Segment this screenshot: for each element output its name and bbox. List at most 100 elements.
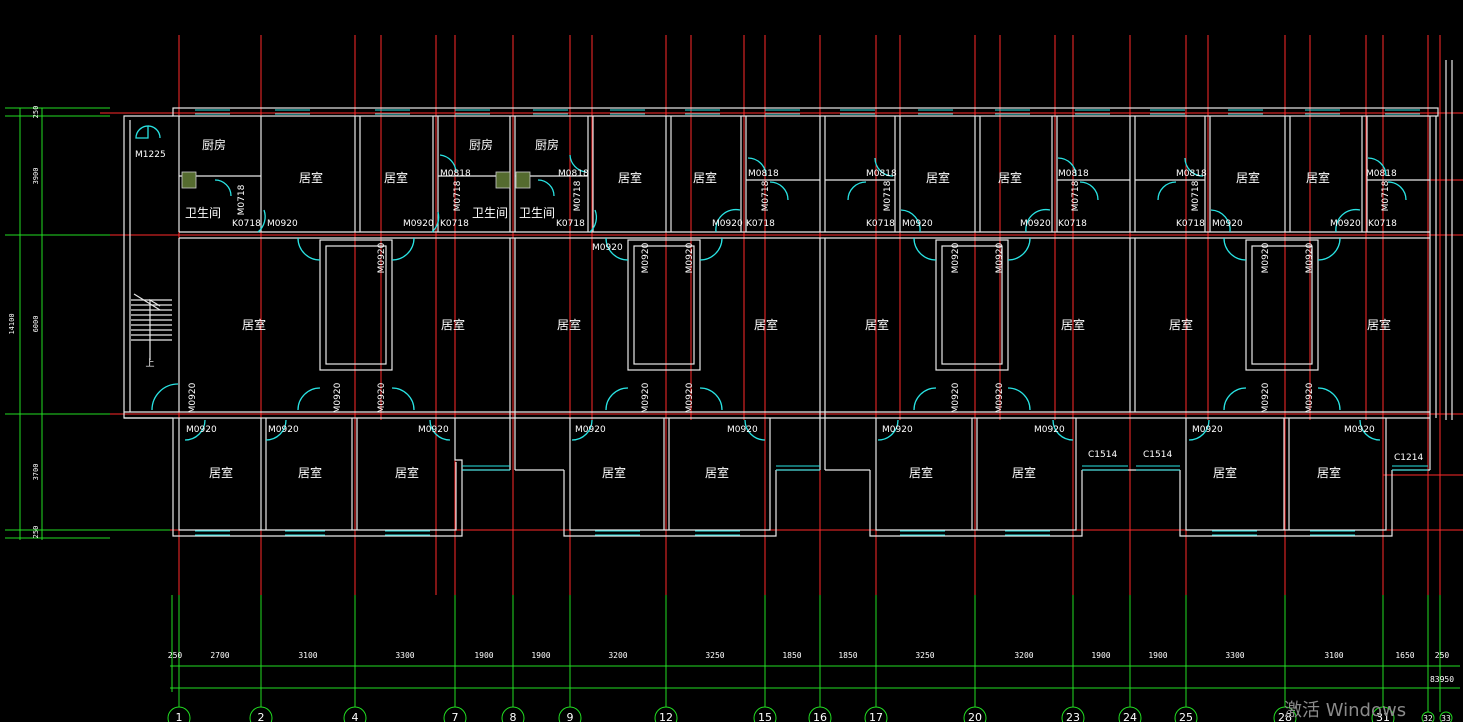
- axis-label: 25: [1179, 711, 1193, 722]
- door-code: M0920: [1192, 425, 1223, 435]
- door-code: K0718: [1368, 219, 1397, 229]
- axis-label: 7: [452, 711, 459, 722]
- dimension-text: 250: [32, 106, 40, 119]
- door-code: M0920: [1020, 219, 1051, 229]
- axis-label: 1: [176, 711, 183, 722]
- room-label-bedroom: 居室: [618, 170, 642, 185]
- door-code: M0920: [995, 382, 1005, 413]
- door-code: M0920: [1305, 382, 1315, 413]
- door-swings: [135, 125, 1407, 441]
- door-code: K0718: [232, 219, 261, 229]
- room-label-bedroom: 居室: [557, 317, 581, 332]
- axis-label: 20: [968, 711, 982, 722]
- door-code: M0920: [377, 382, 387, 413]
- room-label-bedroom: 居室: [865, 317, 889, 332]
- window-codes: C1514 C1514 C1214: [1088, 450, 1423, 463]
- door-code: K0718: [746, 219, 775, 229]
- room-label-bedroom: 居室: [909, 465, 933, 480]
- door-code: M0920: [951, 242, 961, 273]
- dimension-text: 2700: [210, 651, 229, 660]
- room-label-kitchen: 厨房: [202, 137, 226, 152]
- door-code: M0920: [727, 425, 758, 435]
- axis-label: 16: [813, 711, 827, 722]
- dimension-text: 3250: [915, 651, 934, 660]
- vertical-grid-lines: [178, 35, 1441, 595]
- axis-label: 31: [1376, 711, 1390, 722]
- door-code: M0920: [188, 382, 198, 413]
- walls: [123, 60, 1453, 537]
- door-code: M0920: [1330, 219, 1361, 229]
- dimension-text: 3700: [32, 464, 40, 481]
- door-code: M0920: [1261, 382, 1271, 413]
- door-code: M0920: [418, 425, 449, 435]
- door-code: M0818: [440, 169, 471, 179]
- door-code: K0718: [440, 219, 469, 229]
- window-code: C1214: [1394, 453, 1423, 463]
- axis-label: 32: [1423, 714, 1433, 722]
- door-code: M0920: [1261, 242, 1271, 273]
- door-code: K0718: [866, 219, 895, 229]
- door-code: M0718: [761, 180, 771, 211]
- door-code: M0718: [237, 184, 247, 215]
- axis-label: 33: [1441, 714, 1451, 722]
- door-code: M0920: [951, 382, 961, 413]
- door-code: M0718: [1381, 180, 1391, 211]
- bathroom-fixtures: [181, 171, 531, 189]
- dimension-text: 3100: [298, 651, 317, 660]
- door-code: K0718: [1176, 219, 1205, 229]
- door-code: M0920: [1034, 425, 1065, 435]
- door-code: M0920: [641, 382, 651, 413]
- dimension-text: 3200: [608, 651, 627, 660]
- room-label-bedroom: 居室: [1012, 465, 1036, 480]
- door-code: M0920: [268, 425, 299, 435]
- room-label-bedroom: 居室: [209, 465, 233, 480]
- room-label-bedroom: 居室: [1306, 170, 1330, 185]
- axis-label: 28: [1278, 711, 1292, 722]
- door-code: M0920: [1212, 219, 1243, 229]
- room-label-bedroom: 居室: [754, 317, 778, 332]
- door-code: K0718: [556, 219, 585, 229]
- axis-label: 12: [659, 711, 673, 722]
- dimension-text: 3250: [705, 651, 724, 660]
- axis-bubbles: [167, 706, 1453, 722]
- door-code: M0920: [592, 243, 623, 253]
- door-code: M0818: [1176, 169, 1207, 179]
- room-label-bathroom: 卫生间: [472, 206, 508, 220]
- axis-label: 8: [510, 711, 517, 722]
- dimension-text: 3300: [1225, 651, 1244, 660]
- windows: [195, 109, 1428, 536]
- room-label-bedroom: 居室: [1213, 465, 1237, 480]
- door-code: M0818: [1366, 169, 1397, 179]
- door-code: M0920: [685, 242, 695, 273]
- room-label-bedroom: 居室: [602, 465, 626, 480]
- dimension-text: 250: [32, 526, 40, 539]
- door-code: M0718: [453, 180, 463, 211]
- dimension-text: 1650: [1395, 651, 1414, 660]
- room-label-bedroom: 居室: [299, 170, 323, 185]
- dimension-text: 3200: [1014, 651, 1033, 660]
- room-label-bedroom: 居室: [1317, 465, 1341, 480]
- room-label-bedroom: 居室: [441, 317, 465, 332]
- dimension-text: 3300: [395, 651, 414, 660]
- dimension-text: 1900: [531, 651, 550, 660]
- room-label-bedroom: 居室: [242, 317, 266, 332]
- axis-label: 15: [758, 711, 772, 722]
- dimension-text: 3900: [32, 168, 40, 185]
- activation-watermark: 激活 Windows: [1284, 700, 1406, 721]
- door-code: M0818: [558, 169, 589, 179]
- door-code: M0920: [186, 425, 217, 435]
- door-code: K0718: [1058, 219, 1087, 229]
- room-label-bedroom: 居室: [1061, 317, 1085, 332]
- door-code: M0718: [1071, 180, 1081, 211]
- room-labels: 厨房 厨房 厨房 卫生间 卫生间 卫生间 居室 居室 居室 居室 居室 居室 居…: [145, 137, 1391, 480]
- dimension-text: 6000: [32, 316, 40, 333]
- dimension-lines: [5, 107, 1460, 712]
- door-code: M0920: [1344, 425, 1375, 435]
- door-code: M0920: [902, 219, 933, 229]
- door-code: M0920: [995, 242, 1005, 273]
- room-label-kitchen: 厨房: [469, 137, 493, 152]
- room-label-bathroom: 卫生间: [519, 206, 555, 220]
- door-code: M1225: [135, 150, 166, 160]
